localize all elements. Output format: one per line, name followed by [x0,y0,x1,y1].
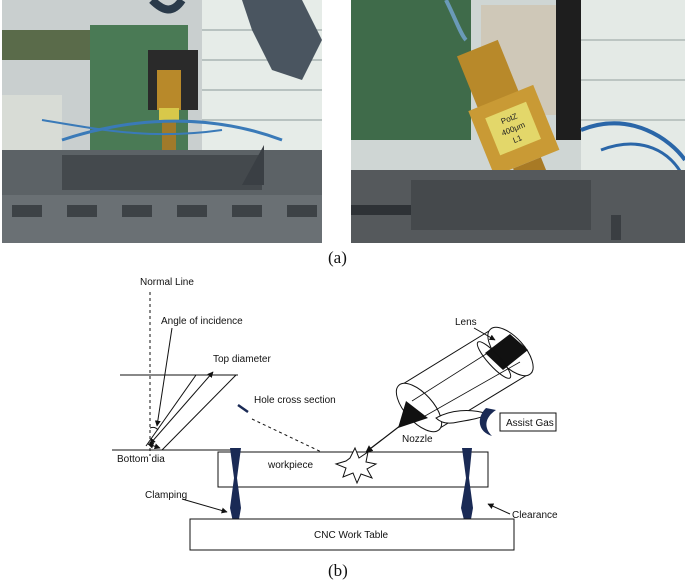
nozzle-label-line-3: L1 [512,133,524,145]
lens-pointer [473,327,496,341]
clamp-right [461,448,473,536]
impact-burst [334,446,378,485]
photo-right-nozzle-closeup: PotZ 400μm L1 [351,0,685,243]
angle-of-incidence-label: Angle of incidence [161,316,243,327]
beam-ray-upper [411,341,506,402]
lens-label: Lens [455,317,477,328]
top-diameter-arrow [149,371,214,445]
bottom-dia-label: Bottom dia [117,454,165,465]
cnc-work-table-label: CNC Work Table [314,530,389,541]
assist-gas-jet [435,410,490,424]
clearance-label: Clearance [512,510,558,521]
caption-b: (b) [328,561,348,580]
laser-drilling-schematic: Normal Line Angle of incidence Top diame… [112,277,558,551]
hole-cross-section-label: Hole cross section [254,395,336,406]
nozzle-beam [365,421,406,453]
top-diameter-label: Top diameter [213,354,271,365]
hole-wall-left [145,374,197,447]
clearance-pointer [487,503,511,515]
angle-of-incidence-pointer [154,327,173,427]
assist-gas-box [499,412,557,432]
nozzle-label: Nozzle [402,434,433,445]
caption-a: (a) [328,248,347,267]
cnc-work-table [189,518,515,551]
assist-gas-crescent [479,408,496,436]
lens-tube [395,326,534,433]
assist-gas-label: Assist Gas [506,418,554,429]
beam-ray-lower [424,361,521,417]
clamp-left [230,448,241,536]
clamping-label: Clamping [145,490,187,501]
nozzle-cone [398,401,428,428]
photo-left-laser-setup [2,0,322,243]
hole-cross-section-mark [237,403,249,414]
clamping-pointer [181,498,228,514]
workpiece-label: workpiece [267,460,313,471]
normal-line-label: Normal Line [140,277,194,288]
bottom-dia-arrow [147,442,161,450]
hole-wall-right [161,374,237,451]
angle-arc [149,426,159,431]
